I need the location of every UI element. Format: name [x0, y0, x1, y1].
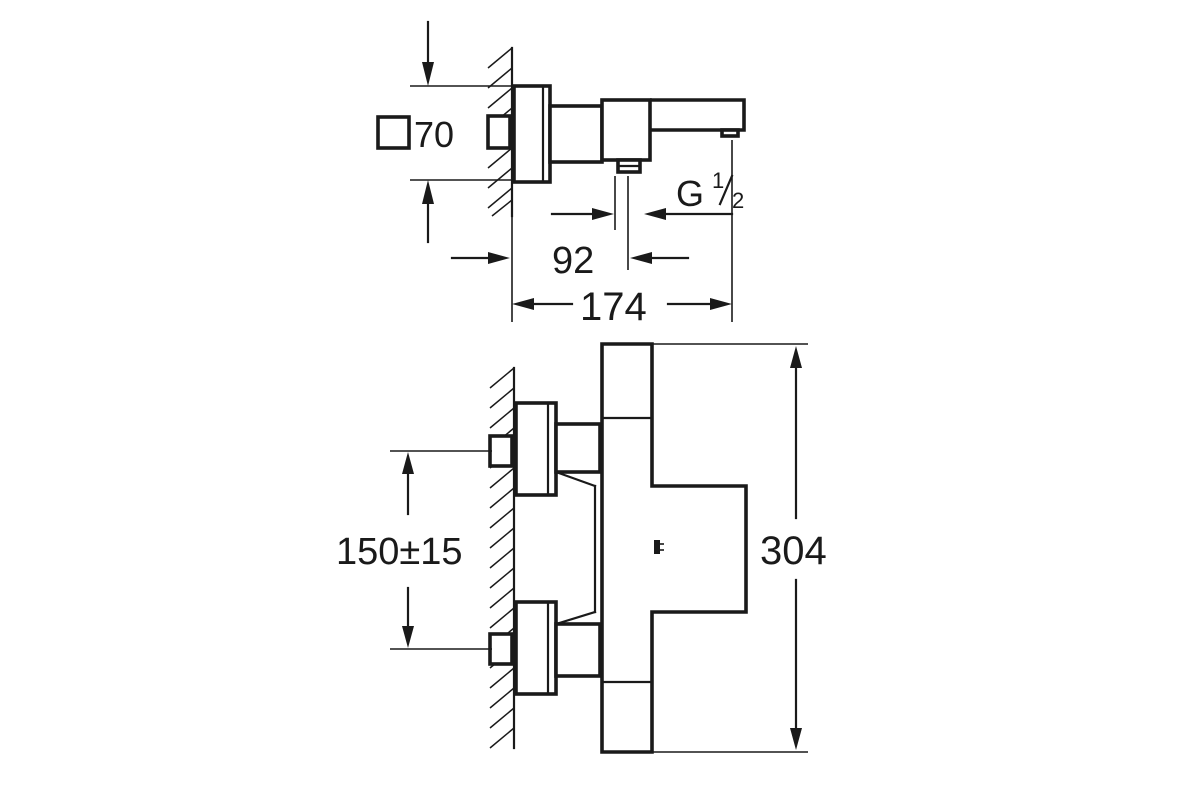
spout [650, 98, 746, 138]
wall-connector-lower [488, 632, 514, 666]
height-label: 304 [760, 529, 827, 573]
wall-flange-top [512, 84, 552, 184]
body-connector-top [548, 104, 604, 164]
thread-label: G 1 2 [676, 168, 744, 214]
wall-connector-upper [488, 434, 514, 468]
thread-numerator: 1 [712, 168, 724, 193]
temperature-indicator-mark [654, 540, 664, 554]
wall-flange-lower [514, 600, 558, 696]
thread-denominator: 2 [732, 188, 744, 213]
square-symbol [376, 115, 411, 150]
wall-flange-upper [514, 401, 558, 497]
body-connector-upper [554, 422, 602, 474]
shower-outlet [616, 158, 642, 174]
front-view: 150±15 304 [336, 342, 827, 754]
mixer-body-front [554, 342, 748, 754]
wall-connector-top [486, 114, 512, 150]
side-view: 70 G 1 2 92 [376, 20, 746, 329]
thread-main: G [676, 173, 704, 214]
body-connector-lower [554, 622, 602, 678]
wall-bottom [489, 366, 516, 750]
mixer-body-side [600, 98, 652, 162]
outlet-offset-label: 92 [552, 240, 594, 282]
square-size-label: 70 [414, 114, 454, 155]
projection-label: 174 [580, 285, 647, 329]
inlet-spacing-label: 150±15 [336, 531, 463, 573]
